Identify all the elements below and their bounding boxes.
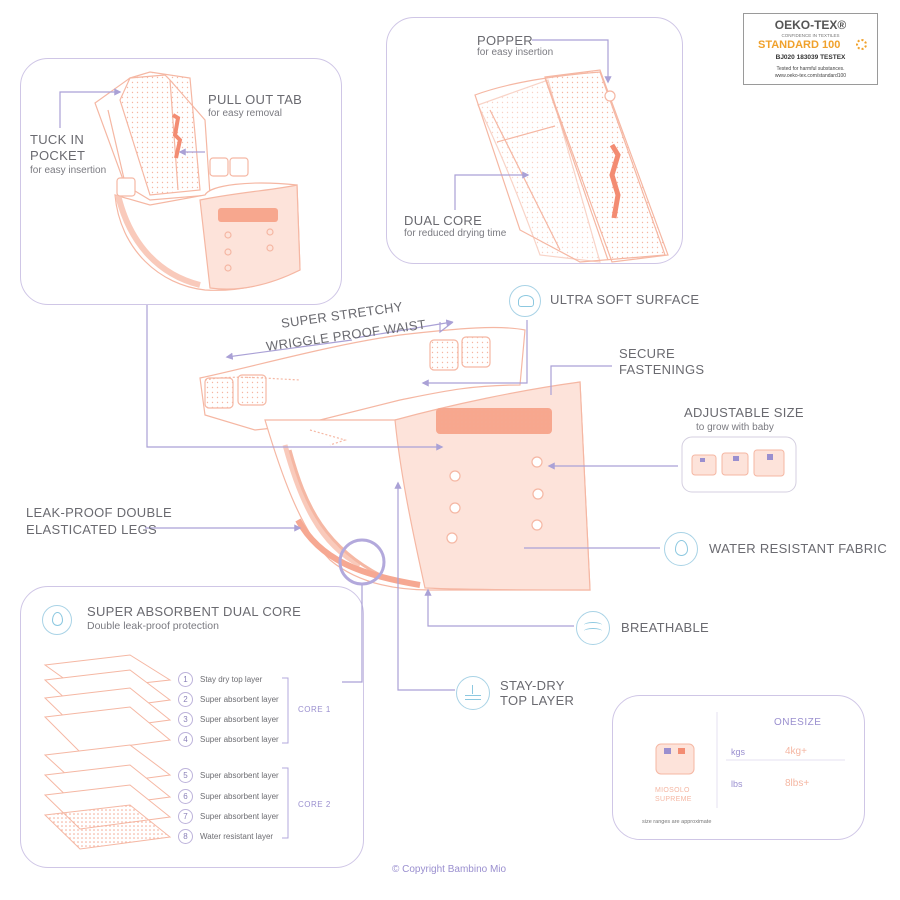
layer-number: 2 [178, 692, 193, 707]
oeko-brand: OEKO-TEX® [774, 18, 847, 32]
core-panel-title: SUPER ABSORBENT DUAL CORE [87, 604, 302, 619]
tuck-in-title-2: POCKET [30, 148, 86, 163]
insert-illustration-right [474, 69, 669, 263]
popper-title: POPPER [477, 33, 533, 48]
secure-label-2: FASTENINGS [619, 362, 705, 377]
dual-core-sub: for reduced drying time [404, 228, 507, 239]
adjustable-sub: to grow with baby [696, 422, 774, 433]
oeko-flower-icon [856, 39, 867, 50]
layer-label: Super absorbent layer [200, 715, 279, 724]
breathable-icon [576, 611, 610, 645]
product-name-2: SUPREME [655, 796, 692, 803]
panel-size-table [612, 695, 865, 840]
layer-number: 5 [178, 768, 193, 783]
size-value-kgs: 4kg+ [785, 746, 807, 757]
layer-number: 4 [178, 732, 193, 747]
layer-number: 6 [178, 789, 193, 804]
layer-label: Super absorbent layer [200, 771, 279, 780]
size-column-header: ONESIZE [774, 717, 822, 728]
pull-out-tab-sub: for easy removal [208, 108, 282, 119]
stay-dry-label-2: TOP LAYER [500, 693, 575, 708]
tuck-in-sub: for easy insertion [30, 165, 107, 176]
core-layers [43, 654, 172, 850]
ultra-soft-icon [509, 285, 541, 317]
size-value-lbs: 8lbs+ [785, 778, 810, 789]
layer-number: 7 [178, 809, 193, 824]
size-thumbnails [681, 436, 797, 493]
layer-number: 1 [178, 672, 193, 687]
layer-label: Super absorbent layer [200, 792, 279, 801]
oeko-url: www.oeko-tex.com/standard100 [774, 73, 847, 79]
absorbent-drop-icon [42, 605, 72, 635]
size-table-lines [716, 712, 845, 808]
pull-out-tab-title: PULL OUT TAB [208, 92, 303, 107]
leak-proof-label-1: LEAK-PROOF DOUBLE [26, 505, 172, 520]
oeko-tex-label: OEKO-TEX® CONFIDENCE IN TEXTILES STANDAR… [743, 13, 878, 85]
layer-number: 8 [178, 829, 193, 844]
layer-label: Water resistant layer [200, 832, 274, 841]
oeko-code: BJ020 183039 TESTEX [775, 54, 846, 61]
ultra-soft-label: ULTRA SOFT SURFACE [550, 292, 700, 307]
layer-label: Super absorbent layer [200, 695, 279, 704]
stay-dry-icon [456, 676, 490, 710]
size-unit-lbs: lbs [731, 779, 743, 789]
core-panel-sub: Double leak-proof protection [87, 620, 219, 632]
core-2-label: CORE 2 [298, 800, 331, 809]
layer-label: Super absorbent layer [200, 735, 279, 744]
adjustable-label: ADJUSTABLE SIZE [684, 405, 804, 420]
popper-sub: for easy insertion [477, 47, 554, 58]
water-resistant-label: WATER RESISTANT FABRIC [709, 541, 888, 556]
layer-label: Stay dry top layer [200, 675, 263, 684]
size-note: size ranges are approximate [642, 819, 712, 825]
insert-illustration-left [94, 71, 301, 291]
core-brackets [282, 677, 289, 839]
connector-lines [59, 39, 678, 691]
oeko-tagline: CONFIDENCE IN TEXTILES [781, 33, 840, 38]
product-name-1: MIOSOLO [655, 787, 690, 794]
oeko-standard: STANDARD 100 [758, 39, 841, 51]
leak-proof-label-2: ELASTICATED LEGS [26, 522, 157, 537]
size-product-icon [655, 743, 695, 775]
core-1-label: CORE 1 [298, 705, 331, 714]
secure-label-1: SECURE [619, 346, 675, 361]
tuck-in-title-1: TUCK IN [30, 132, 85, 147]
copyright: © Copyright Bambino Mio [392, 864, 507, 875]
oeko-tested: Tested for harmful substances. [776, 66, 845, 72]
nappy-illustration [199, 326, 591, 591]
layer-label: Super absorbent layer [200, 812, 279, 821]
breathable-label: BREATHABLE [621, 620, 710, 635]
water-drop-icon [664, 532, 698, 566]
dual-core-title: DUAL CORE [404, 213, 483, 228]
stay-dry-label-1: STAY-DRY [500, 678, 565, 693]
size-unit-kgs: kgs [731, 747, 746, 757]
layer-number: 3 [178, 712, 193, 727]
